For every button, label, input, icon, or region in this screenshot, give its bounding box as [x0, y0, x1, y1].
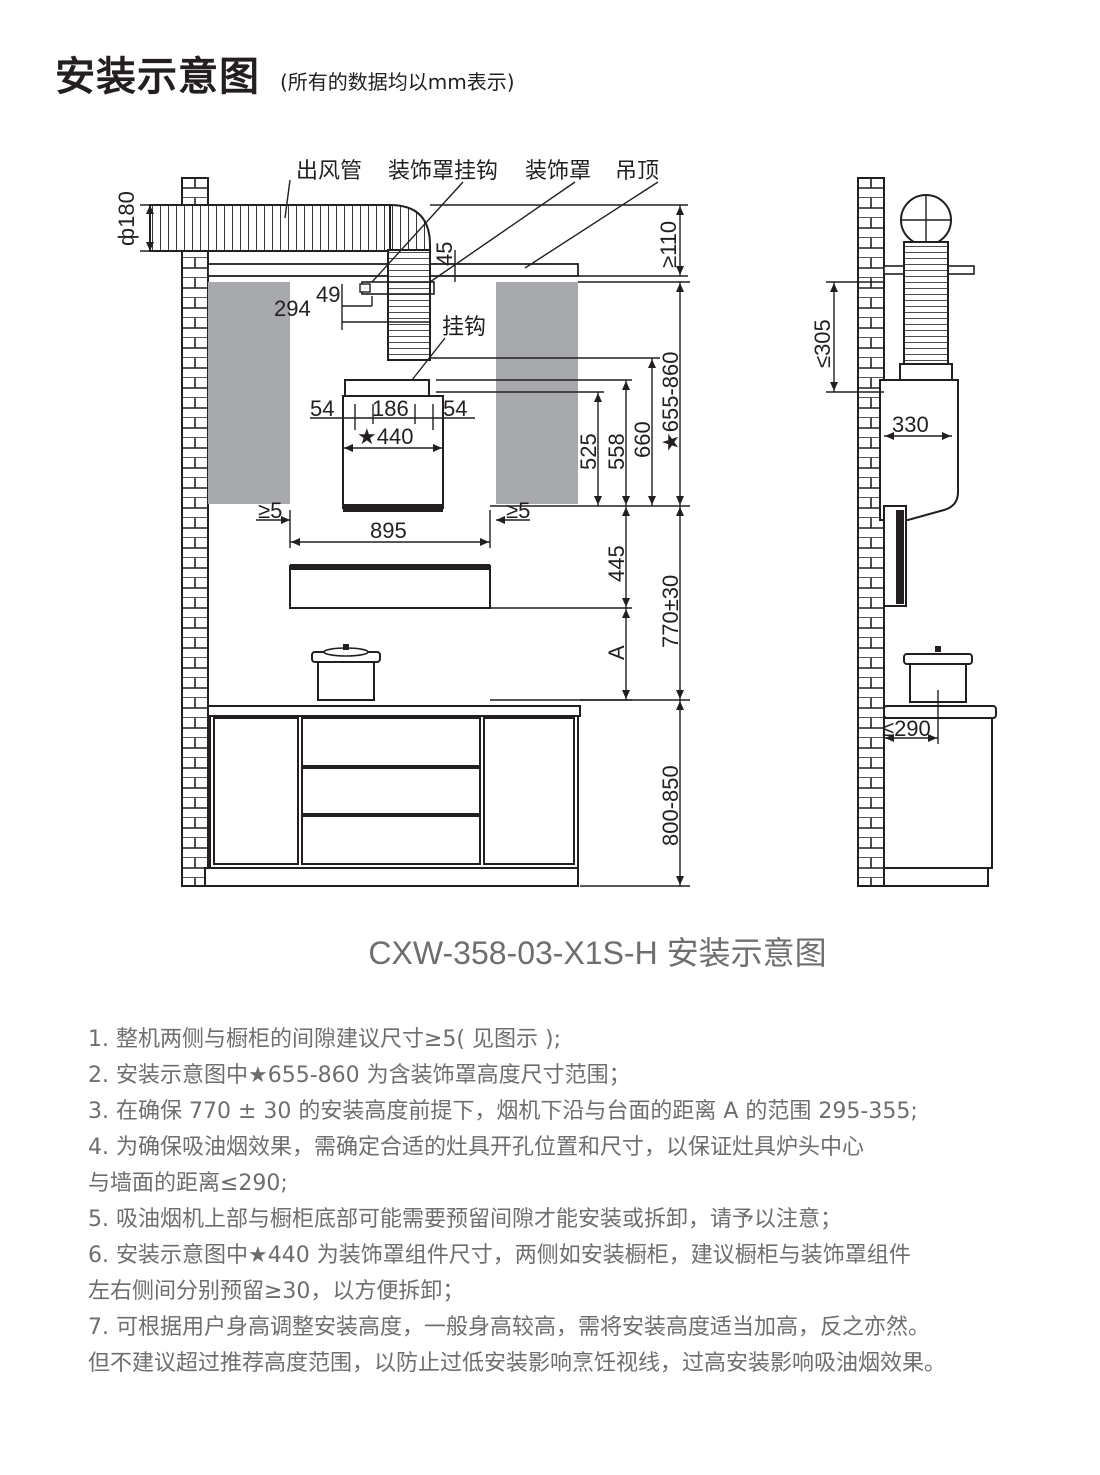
- dim-side-330: 330: [892, 412, 929, 437]
- range-hood-front: [342, 379, 444, 512]
- page-title: 安装示意图: [55, 54, 260, 100]
- dim-525: 525: [576, 433, 601, 470]
- dim-A: A: [604, 645, 629, 660]
- dim-49: 49: [316, 282, 340, 307]
- note-line: 2. 安装示意图中★655-860 为含装饰罩高度尺寸范围；: [88, 1063, 631, 1088]
- range-hood-side: [879, 379, 959, 607]
- note-line: 但不建议超过推荐高度范围，以防止过低安装影响烹饪视线，过高安装影响吸油烟效果。: [88, 1351, 947, 1376]
- diagram-caption: CXW-358-03-X1S-H 安装示意图: [368, 935, 827, 971]
- dim-side-290: ≤290: [882, 716, 931, 741]
- outlet-pipe: [149, 203, 431, 361]
- label-cover-hook: 装饰罩挂钩: [388, 159, 498, 184]
- dim-800-850: 800-850: [658, 765, 683, 846]
- note-line: 6. 安装示意图中★440 为装饰罩组件尺寸，两侧如安装橱柜，建议橱柜与装饰罩组…: [88, 1243, 911, 1268]
- note-line: 与墙面的距离≤290;: [88, 1171, 288, 1196]
- label-ceiling: 吊顶: [615, 159, 659, 184]
- note-line: 4. 为确保吸油烟效果，需确定合适的灶具开孔位置和尺寸，以保证灶具炉头中心: [88, 1135, 864, 1160]
- right-brick-wall: [857, 177, 885, 887]
- note-line: 3. 在确保 770 ± 30 的安装高度前提下，烟机下沿与台面的距离 A 的范…: [88, 1099, 918, 1124]
- notes-list: 1. 整机两侧与橱柜的间隙建议尺寸≥5( 见图示 ); 2. 安装示意图中★65…: [88, 1022, 1078, 1382]
- dim-440: ★440: [357, 424, 413, 449]
- dim-45: 45: [432, 242, 457, 266]
- dim-445: 445: [604, 545, 629, 582]
- left-brick-wall: [181, 177, 209, 887]
- dim-660: 660: [630, 421, 655, 458]
- dim-655-860: ★655-860: [658, 352, 683, 452]
- dim-side-305: ≤305: [810, 319, 835, 368]
- note-line: 5. 吸油烟机上部与橱柜底部可能需要预留间隙才能安装或拆卸，请予以注意；: [88, 1207, 842, 1232]
- note-line: 7. 可根据用户身高调整安装高度，一般身高较高，需将安装高度适当加高，反之亦然。: [88, 1315, 930, 1340]
- lower-cabinet: [204, 705, 581, 887]
- dim-pipe-diameter: ф180: [114, 191, 139, 246]
- page-subtitle: (所有的数据均以mm表示): [280, 70, 515, 94]
- dim-186: 186: [372, 396, 409, 421]
- hood-panel: [289, 564, 491, 609]
- dim-54-left: 54: [310, 396, 334, 421]
- label-hook: 挂钩: [442, 315, 486, 340]
- cooking-pot-front: [311, 644, 381, 701]
- dim-895: 895: [370, 518, 407, 543]
- dim-gap-right: ≥5: [506, 498, 530, 523]
- dim-ceiling-gap: ≥110: [656, 221, 681, 268]
- side-counter: [883, 705, 997, 887]
- dim-54-right: 54: [443, 396, 467, 421]
- note-line: 1. 整机两侧与橱柜的间隙建议尺寸≥5( 见图示 );: [88, 1027, 561, 1052]
- dim-gap-left: ≥5: [258, 498, 282, 523]
- upper-cabinet-left: [208, 282, 290, 504]
- upper-cabinet-right: [496, 282, 578, 504]
- side-duct: [899, 194, 953, 381]
- dim-770: 770±30: [658, 575, 683, 648]
- label-cover: 装饰罩: [525, 159, 591, 184]
- dim-294: 294: [274, 296, 311, 321]
- note-line: 左右侧间分别预留≥30，以方便拆卸；: [88, 1279, 465, 1304]
- dim-558: 558: [604, 433, 629, 470]
- label-outlet-pipe: 出风管: [296, 159, 362, 184]
